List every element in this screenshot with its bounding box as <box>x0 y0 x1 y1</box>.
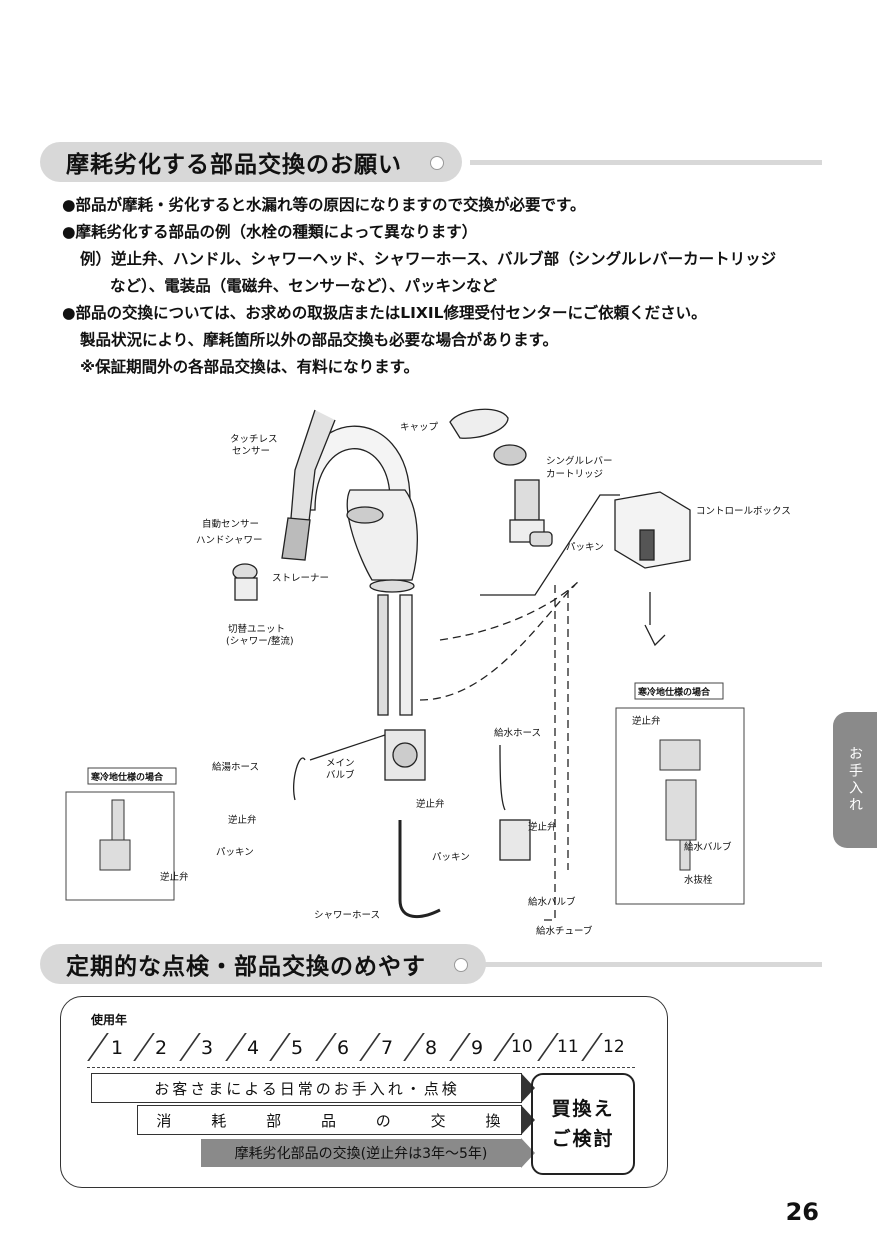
label-main-valve-2: バルブ <box>326 769 355 781</box>
label-strainer: ストレーナー <box>272 573 329 584</box>
year-label: 7 <box>381 1037 394 1059</box>
side-tab-care[interactable]: お手入れ <box>833 712 877 848</box>
consumables-char: 消 <box>156 1111 175 1130</box>
maintenance-schedule: 使用年 1 2 3 4 5 6 7 8 9 10 11 12 お客さまによる日常… <box>60 996 668 1188</box>
notice-item: 製品状況により、摩耗箇所以外の部品交換も必要な場合があります。 <box>80 331 559 349</box>
label-auto-sensor: 自動センサー <box>202 518 259 530</box>
consumables-char: 換 <box>485 1111 504 1130</box>
section2-rule <box>470 962 822 967</box>
consumables-char: 交 <box>430 1111 449 1130</box>
label-touchless-sensor-2: センサー <box>232 446 270 457</box>
label-supply-valve-right: 給水バルブ <box>684 841 732 853</box>
label-packing-top: パッキン <box>566 542 604 553</box>
section1-title: 摩耗劣化する部品交換のお願い <box>66 152 402 178</box>
year-label: 11 <box>557 1037 579 1057</box>
consumables-char: 品 <box>320 1111 339 1130</box>
label-check-valve-inset: 逆止弁 <box>160 871 189 883</box>
label-supply-tube: 給水チューブ <box>536 925 593 937</box>
label-cold-region-right: 寒冷地仕様の場合 <box>637 686 711 698</box>
label-hot-hose: 給湯ホース <box>212 761 259 773</box>
year-label: 9 <box>471 1037 484 1059</box>
wear-parts-bar: 摩耗劣化部品の交換(逆止弁は3年〜5年) <box>201 1139 521 1167</box>
consumables-bar: 消 耗 部 品 の 交 換 <box>137 1105 522 1135</box>
label-switch-unit: 切替ユニット <box>228 623 285 635</box>
notice-list: ●部品が摩耗・劣化すると水漏れ等の原因になりますので交換が必要です。 ●摩耗劣化… <box>62 192 842 381</box>
label-cartridge: シングルレバー <box>546 455 613 467</box>
section1-header: 摩耗劣化する部品交換のお願い <box>40 142 462 182</box>
daily-care-label: お客さまによる日常のお手入れ・点検 <box>154 1079 460 1098</box>
label-cartridge-2: カートリッジ <box>546 469 603 480</box>
consumables-char: の <box>375 1111 394 1130</box>
year-label: 3 <box>201 1037 214 1059</box>
notice-item: ●摩耗劣化する部品の例（水栓の種類によって異なります） <box>62 223 478 241</box>
label-packing-center: パッキン <box>432 852 470 863</box>
consumables-char: 耗 <box>211 1111 230 1130</box>
section1-rule <box>470 160 822 165</box>
label-check-valve-left: 逆止弁 <box>228 814 257 826</box>
label-hand-shower: ハンドシャワー <box>196 535 263 546</box>
consider-line-1: 買換え <box>551 1098 615 1120</box>
daily-care-bar: お客さまによる日常のお手入れ・点検 <box>91 1073 522 1103</box>
notice-item: 例）逆止弁、ハンドル、シャワーヘッド、シャワーホース、バルブ部（シングルレバーカ… <box>80 250 777 268</box>
label-packing-left: パッキン <box>216 847 254 858</box>
year-label: 8 <box>425 1037 438 1059</box>
label-cap: キャップ <box>400 422 439 433</box>
year-label: 4 <box>247 1037 260 1059</box>
consumables-char: 部 <box>266 1111 285 1130</box>
label-control-box: コントロールボックス <box>696 506 791 517</box>
label-supply-valve: 給水バルブ <box>528 896 576 908</box>
year-label: 5 <box>291 1037 304 1059</box>
label-cold-region-left: 寒冷地仕様の場合 <box>90 771 164 783</box>
bullet-dot-icon <box>430 156 444 170</box>
label-touchless-sensor: タッチレス <box>230 434 278 445</box>
year-label: 12 <box>603 1037 625 1057</box>
page-number: 26 <box>785 1198 819 1226</box>
label-check-valve-right: 逆止弁 <box>632 715 661 727</box>
consider-line-2: ご検討 <box>551 1128 615 1150</box>
label-switch-unit-2: (シャワー/整流) <box>226 635 294 647</box>
label-shower-hose: シャワーホース <box>314 910 380 921</box>
faucet-parts-diagram: タッチレス センサー キャップ シングルレバー カートリッジ コントロールボック… <box>65 408 791 937</box>
year-axis: 1 2 3 4 5 6 7 8 9 10 11 12 <box>87 1033 635 1068</box>
year-label: 1 <box>111 1037 124 1059</box>
label-supply-hose: 給水ホース <box>494 727 541 739</box>
label-check-valve-right2: 逆止弁 <box>528 821 557 833</box>
year-label: 6 <box>337 1037 350 1059</box>
bullet-dot-icon <box>454 958 468 972</box>
notice-item: ●部品の交換については、お求めの取扱店またはLIXIL修理受付センターにご依頼く… <box>62 304 707 322</box>
notice-item: ※保証期間外の各部品交換は、有料になります。 <box>80 358 420 376</box>
year-label: 10 <box>511 1037 533 1057</box>
section2-pill: 定期的な点検・部品交換のめやす <box>40 944 486 984</box>
label-check-valve-center: 逆止弁 <box>416 798 445 810</box>
notice-item: など）、電装品（電磁弁、センサーなど）、パッキンなど <box>110 277 498 295</box>
year-title: 使用年 <box>91 1013 128 1027</box>
notice-item: ●部品が摩耗・劣化すると水漏れ等の原因になりますので交換が必要です。 <box>62 196 586 214</box>
year-label: 2 <box>155 1037 168 1059</box>
wear-parts-label: 摩耗劣化部品の交換(逆止弁は3年〜5年) <box>234 1146 488 1162</box>
section1-pill: 摩耗劣化する部品交換のお願い <box>40 142 462 182</box>
section2-header: 定期的な点検・部品交換のめやす <box>40 944 486 984</box>
section2-title: 定期的な点検・部品交換のめやす <box>66 954 426 980</box>
replacement-consider-box: 買換え ご検討 <box>531 1073 635 1175</box>
label-drain-plug: 水抜栓 <box>684 874 713 886</box>
label-main-valve: メイン <box>326 758 355 769</box>
